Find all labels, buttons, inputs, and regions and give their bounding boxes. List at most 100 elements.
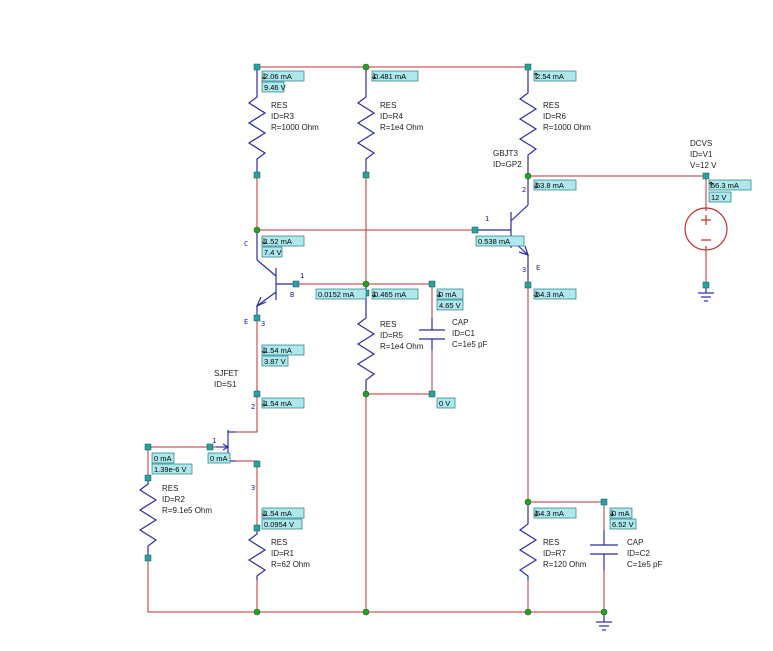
pin-s1-gate[interactable] (206, 443, 214, 451)
annotation-r7-current: 54.3 mA (536, 509, 564, 518)
pin-q1-emitter[interactable] (253, 314, 261, 322)
resistor-r7[interactable] (518, 502, 538, 580)
node-gnd-r7[interactable] (524, 608, 532, 616)
gp2-emitter-letter: E (536, 264, 540, 272)
r1-type-label: RES (271, 538, 287, 547)
annotation-r2-current: 0 mA (154, 454, 172, 463)
annotation-v1-voltage: 12 V (711, 193, 726, 202)
annotation-q1-collector-voltage: 7.4 V (264, 248, 282, 257)
s1-type-label: SJFET (214, 369, 239, 378)
voltage-source-v1[interactable] (684, 207, 728, 251)
q1-emitter-letter: E (244, 318, 248, 326)
pin-q1-base[interactable] (292, 280, 300, 288)
gp2-id-label: ID=GP2 (493, 160, 522, 169)
node-gnd-r5[interactable] (362, 608, 370, 616)
pin-boxes (144, 63, 710, 562)
r7-type-label: RES (543, 538, 559, 547)
v1-type-label: DCVS (690, 139, 712, 148)
r2-value-label: R=9.1e5 Ohm (162, 506, 212, 515)
node-gnd-r1[interactable] (253, 608, 261, 616)
gp2-emitter-pin-number: 3 (522, 266, 526, 274)
r6-type-label: RES (543, 101, 559, 110)
r4-value-label: R=1e4 Ohm (380, 123, 424, 132)
capacitor-c1[interactable] (419, 318, 445, 350)
pin-r2-mid[interactable] (144, 474, 152, 482)
pin-r1-top[interactable] (253, 524, 261, 532)
nodes (253, 63, 608, 616)
resistor-r1[interactable] (247, 528, 267, 580)
gp2-type-label: GBJT3 (493, 149, 518, 158)
transistor-gp2[interactable] (475, 176, 529, 285)
annotation-v1-current: 56.3 mA (711, 181, 739, 190)
node-base-r4-r5[interactable] (362, 280, 370, 288)
annotation-r1-current: 1.54 mA (264, 509, 292, 518)
node-top-r4[interactable] (362, 63, 370, 71)
pin-r2-top[interactable] (144, 443, 152, 451)
pin-gp2-base[interactable] (471, 226, 479, 234)
node-collector[interactable] (253, 226, 261, 234)
pin-number-labels: 1 2 3 E C B E 1 3 1 2 3 (212, 186, 540, 492)
node-gp2-emitter[interactable] (524, 498, 532, 506)
resistor-r4[interactable] (356, 67, 376, 175)
annotation-gp2-emitter-current: 54.3 mA (536, 290, 564, 299)
q1-base-letter: B (290, 291, 294, 299)
node-gnd-c2[interactable] (600, 608, 608, 616)
annotation-gp2-base-current: 0.538 mA (478, 237, 510, 246)
r2-type-label: RES (162, 484, 178, 493)
annotation-c2-voltage: 6.52 V (612, 520, 634, 529)
annotation-r6-current: 2.54 mA (536, 72, 564, 81)
c2-id-label: ID=C2 (627, 549, 650, 558)
s1-drain-pin-number: 2 (251, 403, 255, 411)
pin-r6-top[interactable] (524, 63, 532, 71)
r6-id-label: ID=R6 (543, 112, 566, 121)
r3-value-label: R=1000 Ohm (271, 123, 319, 132)
gp2-base-pin-number: 1 (485, 215, 489, 223)
annotation-q1-emitter-current: 1.54 mA (264, 346, 292, 355)
annotation-c1-bottom-voltage: 0 V (439, 399, 450, 408)
pin-r3-bottom[interactable] (253, 171, 261, 179)
annotation-c1-voltage: 4.65 V (439, 301, 461, 310)
pin-r4-bottom[interactable] (362, 171, 370, 179)
node-r5-c1-bottom[interactable] (362, 390, 370, 398)
c1-type-label: CAP (452, 318, 468, 327)
pin-c2-top[interactable] (600, 498, 608, 506)
pin-r3-top[interactable] (253, 63, 261, 71)
c2-value-label: C=1e5 pF (627, 560, 662, 569)
wires (147, 66, 707, 613)
annotation-c1-current: 0 mA (439, 290, 457, 299)
wire-s1-source-to-r1 (236, 460, 258, 528)
v1-id-label: ID=V1 (690, 150, 713, 159)
annotation-c2-current: 0 mA (612, 509, 630, 518)
pin-s1-source[interactable] (253, 460, 261, 468)
annotation-r3-current: 2.06 mA (264, 72, 292, 81)
wire-q1-emitter-to-s1 (236, 318, 258, 433)
resistor-r6[interactable] (518, 67, 538, 176)
capacitor-c2[interactable] (590, 530, 618, 570)
s1-id-label: ID=S1 (214, 380, 237, 389)
components (138, 67, 728, 631)
c1-value-label: C=1e5 pF (452, 340, 487, 349)
pin-v1-top[interactable] (702, 172, 710, 180)
r5-type-label: RES (380, 320, 396, 329)
c1-id-label: ID=C1 (452, 329, 475, 338)
pin-v1-bottom[interactable] (702, 281, 710, 289)
resistor-r5[interactable] (356, 284, 376, 394)
pin-gp2-emitter[interactable] (524, 281, 532, 289)
pin-c1-bottom[interactable] (428, 390, 436, 398)
resistor-r2[interactable] (138, 478, 158, 558)
wire-c1-bottom (366, 350, 433, 395)
annotation-q1-collector-current: 1.52 mA (264, 237, 292, 246)
pin-r2-bottom[interactable] (144, 554, 152, 562)
node-gp2-collector[interactable] (524, 172, 532, 180)
annotation-r1-voltage: 0.0954 V (264, 520, 294, 529)
gp2-collector-pin-number: 2 (522, 186, 526, 194)
annotation-q1-base-current: 0.0152 mA (318, 290, 354, 299)
annotation-r5-current: 0.465 mA (374, 290, 406, 299)
wire-ground-rail (147, 558, 604, 613)
q1-base-pin-number: 1 (300, 272, 304, 280)
pin-s1-drain[interactable] (253, 390, 261, 398)
annotation-r3-voltage: 9.46 V (264, 83, 286, 92)
annotation-r4-current: 0.481 mA (374, 72, 406, 81)
pin-c1-top[interactable] (428, 280, 436, 288)
resistor-r3[interactable] (247, 67, 267, 175)
